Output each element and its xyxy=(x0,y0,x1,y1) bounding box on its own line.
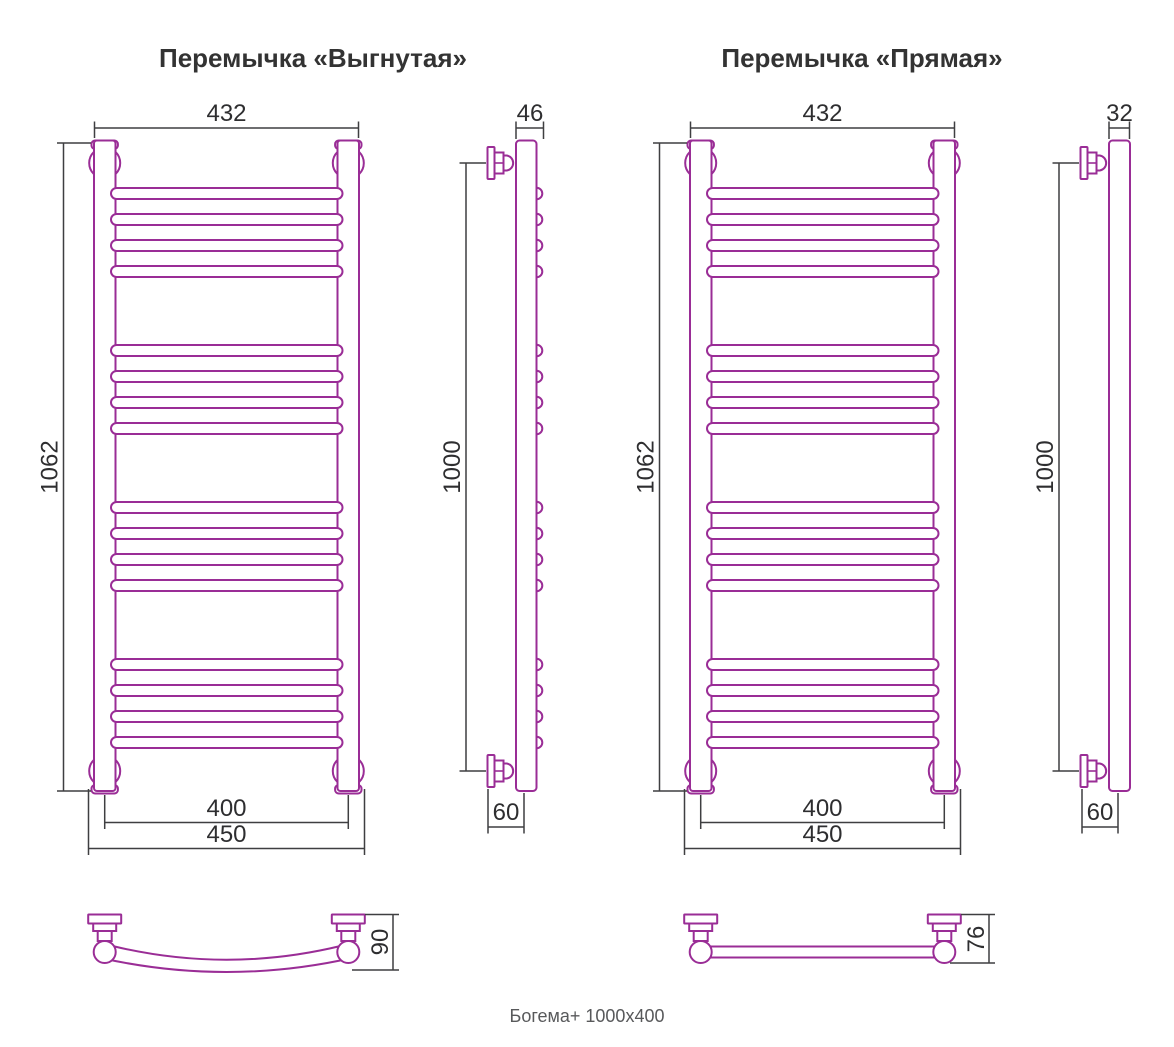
riser-tube-side xyxy=(1108,139,1131,792)
dim-side-depth: 32 xyxy=(1106,100,1133,127)
riser-tube-side xyxy=(515,139,538,792)
riser-top-section xyxy=(92,940,117,964)
curved-title: Перемычка «Выгнутая» xyxy=(159,43,467,73)
right-riser-tube xyxy=(336,139,360,792)
dim-line-side-depth xyxy=(1108,121,1131,139)
straight-dimensions: 432 1062 400 450 32 1000 60 76 xyxy=(633,100,1133,964)
dim-bottom-center: 400 xyxy=(802,795,842,822)
dim-line-height-overall xyxy=(57,142,91,792)
dim-line-bottom-overall xyxy=(683,789,962,855)
dim-plan-depth: 76 xyxy=(963,926,990,953)
curved-plan-view xyxy=(87,913,366,973)
straight-rung-top-edges xyxy=(705,945,940,959)
left-riser-tube xyxy=(93,139,117,792)
dim-line-bottom-center xyxy=(103,795,350,829)
straight-plan-view xyxy=(683,913,962,964)
riser-top-section xyxy=(688,940,713,964)
dim-wall-offset: 60 xyxy=(493,799,520,826)
curved-dimensions: 432 1062 400 450 46 1000 60 90 xyxy=(37,100,545,971)
dim-line-wall-offset xyxy=(487,789,525,834)
dim-top-width: 432 xyxy=(206,100,246,127)
dim-height-overall: 1062 xyxy=(633,440,660,493)
right-riser-tube xyxy=(932,139,956,792)
dim-bottom-overall: 450 xyxy=(802,821,842,848)
curved-front-view xyxy=(88,139,365,795)
dim-bottom-center: 400 xyxy=(206,795,246,822)
riser-top-section xyxy=(336,940,361,964)
dim-top-width: 432 xyxy=(802,100,842,127)
dim-line-bottom-overall xyxy=(87,789,366,855)
dim-line-side-height xyxy=(459,162,486,772)
dim-line-plan-depth xyxy=(352,913,399,971)
dim-line-bottom-center xyxy=(699,795,946,829)
riser-top-section xyxy=(932,940,957,964)
dim-plan-depth: 90 xyxy=(367,929,394,956)
straight-title: Перемычка «Прямая» xyxy=(721,43,1002,73)
dim-line-side-depth xyxy=(515,121,545,139)
dim-line-plan-depth xyxy=(950,913,995,964)
curved-rung-top-back-edge xyxy=(112,945,341,961)
straight-front-view xyxy=(684,139,961,795)
dim-side-height: 1000 xyxy=(439,440,466,493)
dim-line-wall-offset xyxy=(1081,789,1119,834)
curved-rung-top-front-edge xyxy=(100,957,353,973)
straight-model-view: Перемычка «Прямая» xyxy=(633,43,1133,964)
dim-line-top-width xyxy=(689,121,956,138)
curved-side-view xyxy=(486,139,544,792)
dim-height-overall: 1062 xyxy=(37,440,64,493)
dim-bottom-overall: 450 xyxy=(206,821,246,848)
dim-line-height-overall xyxy=(653,142,687,792)
dim-wall-offset: 60 xyxy=(1087,799,1114,826)
curved-model-view: Перемычка «Выгнутая» xyxy=(37,43,545,973)
dim-side-depth: 46 xyxy=(517,100,544,127)
dim-line-side-height xyxy=(1052,162,1079,772)
dim-line-top-width xyxy=(93,121,360,138)
left-riser-tube xyxy=(689,139,713,792)
model-caption: Богема+ 1000x400 xyxy=(510,1006,665,1026)
dim-side-height: 1000 xyxy=(1032,440,1059,493)
straight-side-view xyxy=(1079,139,1131,792)
